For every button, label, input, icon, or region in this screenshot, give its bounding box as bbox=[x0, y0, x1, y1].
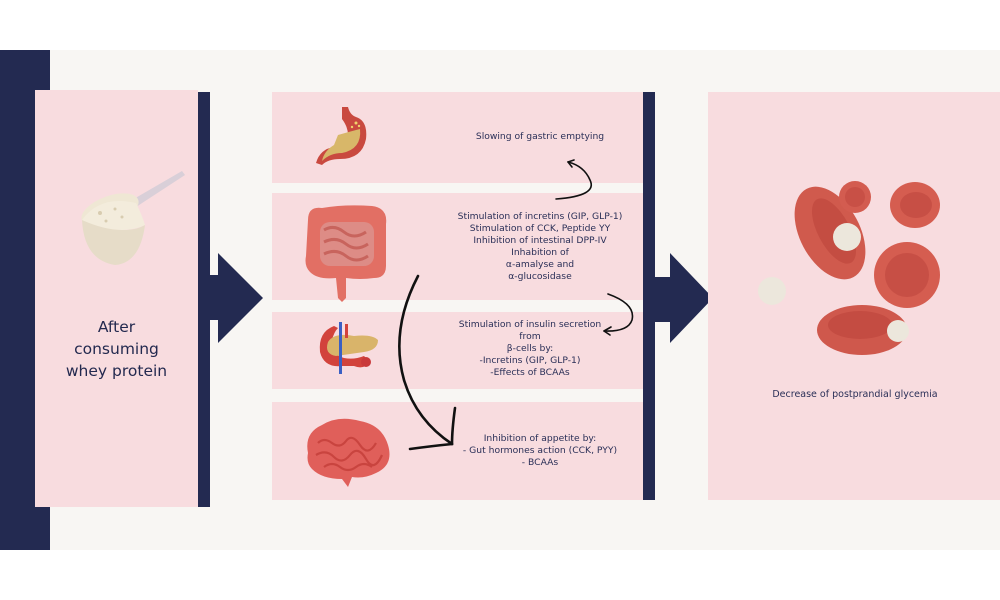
mechanism-divider-bar bbox=[643, 92, 655, 500]
mechanism-line: Inhabition of bbox=[511, 247, 569, 258]
mechanism-line: Slowing of gastric emptying bbox=[475, 131, 605, 142]
mechanism-line: Inhibition of intestinal DPP-IV bbox=[473, 235, 607, 246]
start-panel bbox=[35, 90, 198, 507]
start-label: After consuming whey protein bbox=[35, 316, 198, 382]
mechanism-line: from bbox=[519, 331, 541, 342]
mechanism-line: Stimulation of insulin secretion bbox=[458, 319, 602, 330]
stomach-icon bbox=[316, 107, 367, 165]
mechanism-text-pancreas: Stimulation of insulin secretion from β-… bbox=[430, 319, 630, 379]
intestine-icon bbox=[305, 205, 387, 302]
mechanism-text-brain: Inhibition of appetite by: - Gut hormone… bbox=[430, 433, 650, 469]
mechanism-line: Stimulation of incretins (GIP, GLP-1) bbox=[457, 211, 623, 222]
brain-icon bbox=[307, 418, 390, 487]
mechanism-line: -Incretins (GIP, GLP-1) bbox=[479, 355, 581, 366]
outcome-label: Decrease of postprandial glycemia bbox=[772, 389, 938, 400]
start-label-line: consuming bbox=[74, 340, 159, 358]
mechanism-line: α-glucosidase bbox=[508, 271, 572, 282]
mechanism-line: - BCAAs bbox=[521, 457, 559, 468]
curved-arrow-to-stomach-icon bbox=[555, 159, 593, 200]
mechanism-line: α-amalyse and bbox=[505, 259, 575, 270]
mechanism-line: β-cells by: bbox=[506, 343, 554, 354]
start-divider-bar bbox=[198, 92, 210, 507]
start-label-line: After bbox=[97, 318, 136, 336]
start-label-line: whey protein bbox=[65, 362, 168, 380]
curved-arrow-to-pancreas-icon bbox=[603, 293, 634, 336]
flow-arrow-icon bbox=[210, 253, 263, 343]
blood-cells-icon bbox=[758, 181, 940, 355]
mechanism-line: -Effects of BCAAs bbox=[490, 367, 570, 378]
long-arrow-to-brain-icon bbox=[398, 274, 457, 451]
mechanism-line: Stimulation of CCK, Peptide YY bbox=[469, 223, 611, 234]
flow-arrow-icon bbox=[655, 253, 713, 343]
mechanism-text-stomach: Slowing of gastric emptying bbox=[440, 131, 640, 143]
mechanism-text-intestine: Stimulation of incretins (GIP, GLP-1) St… bbox=[430, 211, 650, 283]
outcome-panel bbox=[708, 92, 1000, 500]
mechanism-line: - Gut hormones action (CCK, PYY) bbox=[462, 445, 618, 456]
whey-protein-scoop-icon bbox=[81, 171, 185, 265]
mechanism-line: Inhibition of appetite by: bbox=[483, 433, 597, 444]
pancreas-icon bbox=[319, 322, 378, 374]
